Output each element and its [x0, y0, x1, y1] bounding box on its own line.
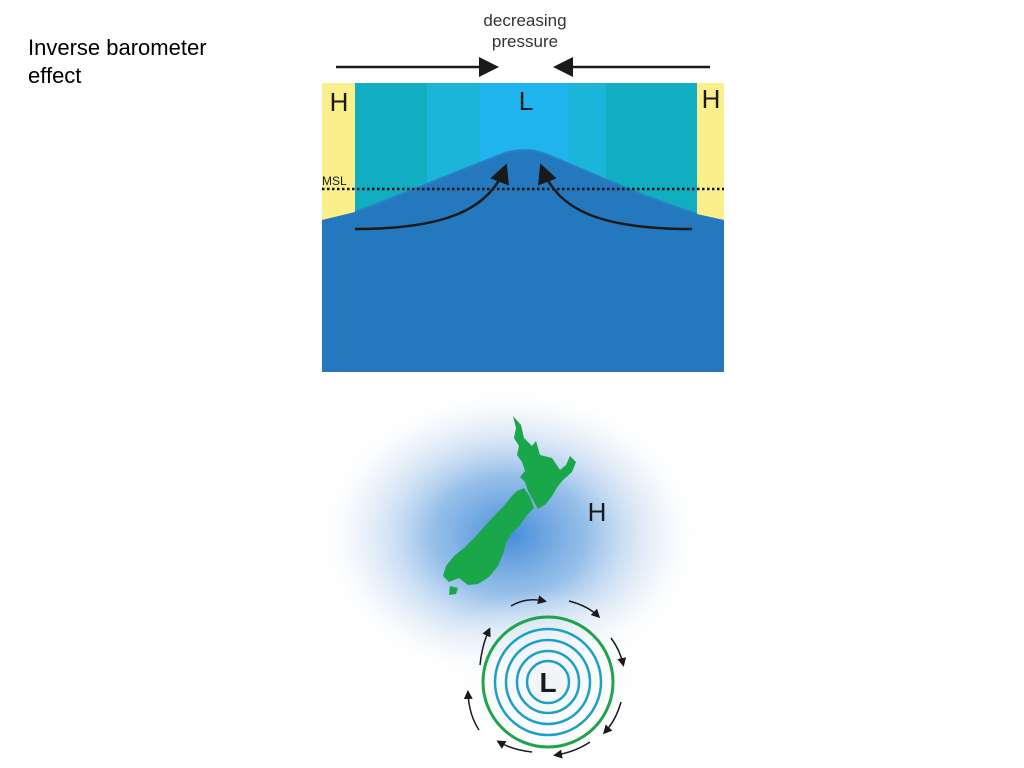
high-left-label: H [330, 87, 349, 117]
water-flow-arrow-left [354, 163, 509, 231]
circulation-arrow-lower-left [463, 690, 480, 731]
isobar-inner [525, 659, 571, 705]
circulation-arrow-right [610, 637, 627, 667]
land-right [697, 83, 724, 220]
map-panel: H L [315, 385, 705, 768]
pressure-label-line1: decreasing [483, 11, 566, 30]
isobar-ring-3 [504, 638, 592, 726]
isobar-outer [481, 615, 615, 749]
slide-title: Inverse barometer effect [28, 35, 207, 88]
high-right-label: H [702, 84, 721, 114]
isobar-ring-2 [493, 627, 603, 737]
water-flow-arrow-right [538, 163, 693, 231]
map-high-label: H [588, 497, 607, 527]
circulation-arrow-bottom-right [553, 741, 591, 759]
land-left [322, 83, 355, 220]
stewart-island-shape [449, 586, 458, 595]
circulation-arrow-bottom [496, 740, 533, 753]
pressure-label-line2: pressure [492, 32, 558, 51]
south-island-shape [443, 488, 534, 585]
circulation-arrow-left [479, 627, 491, 666]
cross-section-panel: decreasing pressure MSL H H L [322, 11, 724, 372]
circulation-arrow-lower-right [602, 701, 622, 735]
north-island-shape [513, 416, 576, 509]
low-center-label: L [519, 86, 533, 116]
msl-label: MSL [322, 174, 347, 188]
map-low-label: L [539, 667, 556, 698]
circulation-arrow-top [510, 595, 547, 607]
isobar-ring-4 [515, 649, 581, 715]
sea-body [322, 150, 724, 372]
circulation-arrow-top-right [568, 600, 601, 619]
circulation-arrows [463, 595, 627, 759]
